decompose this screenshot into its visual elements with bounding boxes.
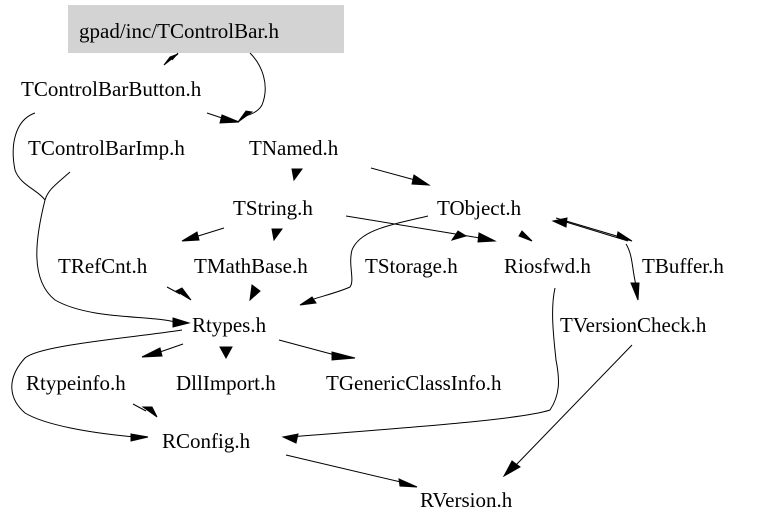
arrowhead [219, 346, 233, 360]
node-tversioncheck[interactable]: TVersionCheck.h [560, 313, 707, 337]
edges [11, 52, 640, 488]
node-tstorage[interactable]: TStorage.h [365, 254, 458, 278]
arrowhead [630, 282, 640, 301]
edge-tversioncheck-rversion [515, 344, 633, 466]
arrowhead [141, 406, 158, 418]
node-tbuffer[interactable]: TBuffer.h [642, 254, 724, 278]
edge-tbuffer-tversioncheck [625, 243, 637, 286]
edge-rconfig-rversion [285, 454, 406, 484]
arrowhead [398, 478, 418, 488]
arrowhead [271, 228, 283, 242]
arrowhead [291, 168, 303, 182]
arrowhead [130, 433, 149, 442]
arrowhead [477, 232, 497, 243]
arrowhead [281, 433, 299, 444]
arrowhead [174, 287, 192, 301]
edge-riosfwd-rconfig [289, 287, 559, 438]
node-trefcnt[interactable]: TRefCnt.h [58, 254, 148, 278]
edge-root-tnamed [244, 52, 266, 117]
edge-rtypes-rconfig [11, 329, 183, 438]
arrowhead [237, 110, 254, 123]
node-tstring[interactable]: TString.h [233, 196, 313, 220]
edge-tbuffer-tobject [565, 221, 629, 242]
arrowhead [181, 231, 200, 242]
arrowhead [141, 347, 163, 358]
node-root[interactable]: gpad/inc/TControlBar.h [79, 19, 280, 43]
edge-tcontrolbarimp-rtypes [44, 171, 71, 201]
node-rconfig[interactable]: RConfig.h [162, 429, 251, 453]
arrowhead [411, 174, 431, 186]
node-riosfwd[interactable]: Riosfwd.h [504, 254, 591, 278]
edge-rtypes-tgenericclassinfo [278, 339, 336, 356]
arrowhead [331, 351, 356, 361]
node-tcontrolbarimp[interactable]: TControlBarImp.h [28, 136, 185, 160]
node-tnamed[interactable]: TNamed.h [249, 136, 339, 160]
edge-rtypes-rtypeinfo [159, 343, 184, 353]
node-tmathbase[interactable]: TMathBase.h [194, 254, 308, 278]
edge-rtypeinfo-rconfig [132, 403, 147, 412]
edge-tnamed-tobject [370, 167, 416, 181]
arrowhead [163, 53, 179, 66]
root-node-box [68, 5, 344, 53]
node-tcontrolbarbutton[interactable]: TControlBarButton.h [21, 77, 202, 101]
edge-tcontrolbarbutton-rtypes [12, 112, 176, 323]
node-tgenericclassinfo[interactable]: TGenericClassInfo.h [326, 371, 502, 395]
node-tobject[interactable]: TObject.h [437, 196, 522, 220]
arrowhead [502, 460, 521, 478]
arrowhead [249, 284, 261, 302]
arrowhead [450, 230, 468, 241]
node-rtypes[interactable]: Rtypes.h [192, 313, 267, 337]
node-rtypeinfo[interactable]: Rtypeinfo.h [26, 371, 126, 395]
arrowhead [616, 231, 633, 242]
arrowhead [219, 114, 240, 124]
arrowhead [518, 230, 533, 242]
nodes: gpad/inc/TControlBar.h TControlBarButton… [21, 19, 724, 512]
arrowhead [551, 217, 568, 228]
edge-tstring-trefcnt [194, 227, 225, 238]
edge-tobject-rtypes [304, 215, 429, 303]
arrowhead [299, 296, 317, 306]
node-rversion[interactable]: RVersion.h [420, 488, 513, 512]
arrowhead [172, 317, 191, 328]
edge-trefcnt-rtypes [166, 286, 181, 295]
node-dllimport[interactable]: DllImport.h [176, 371, 276, 395]
